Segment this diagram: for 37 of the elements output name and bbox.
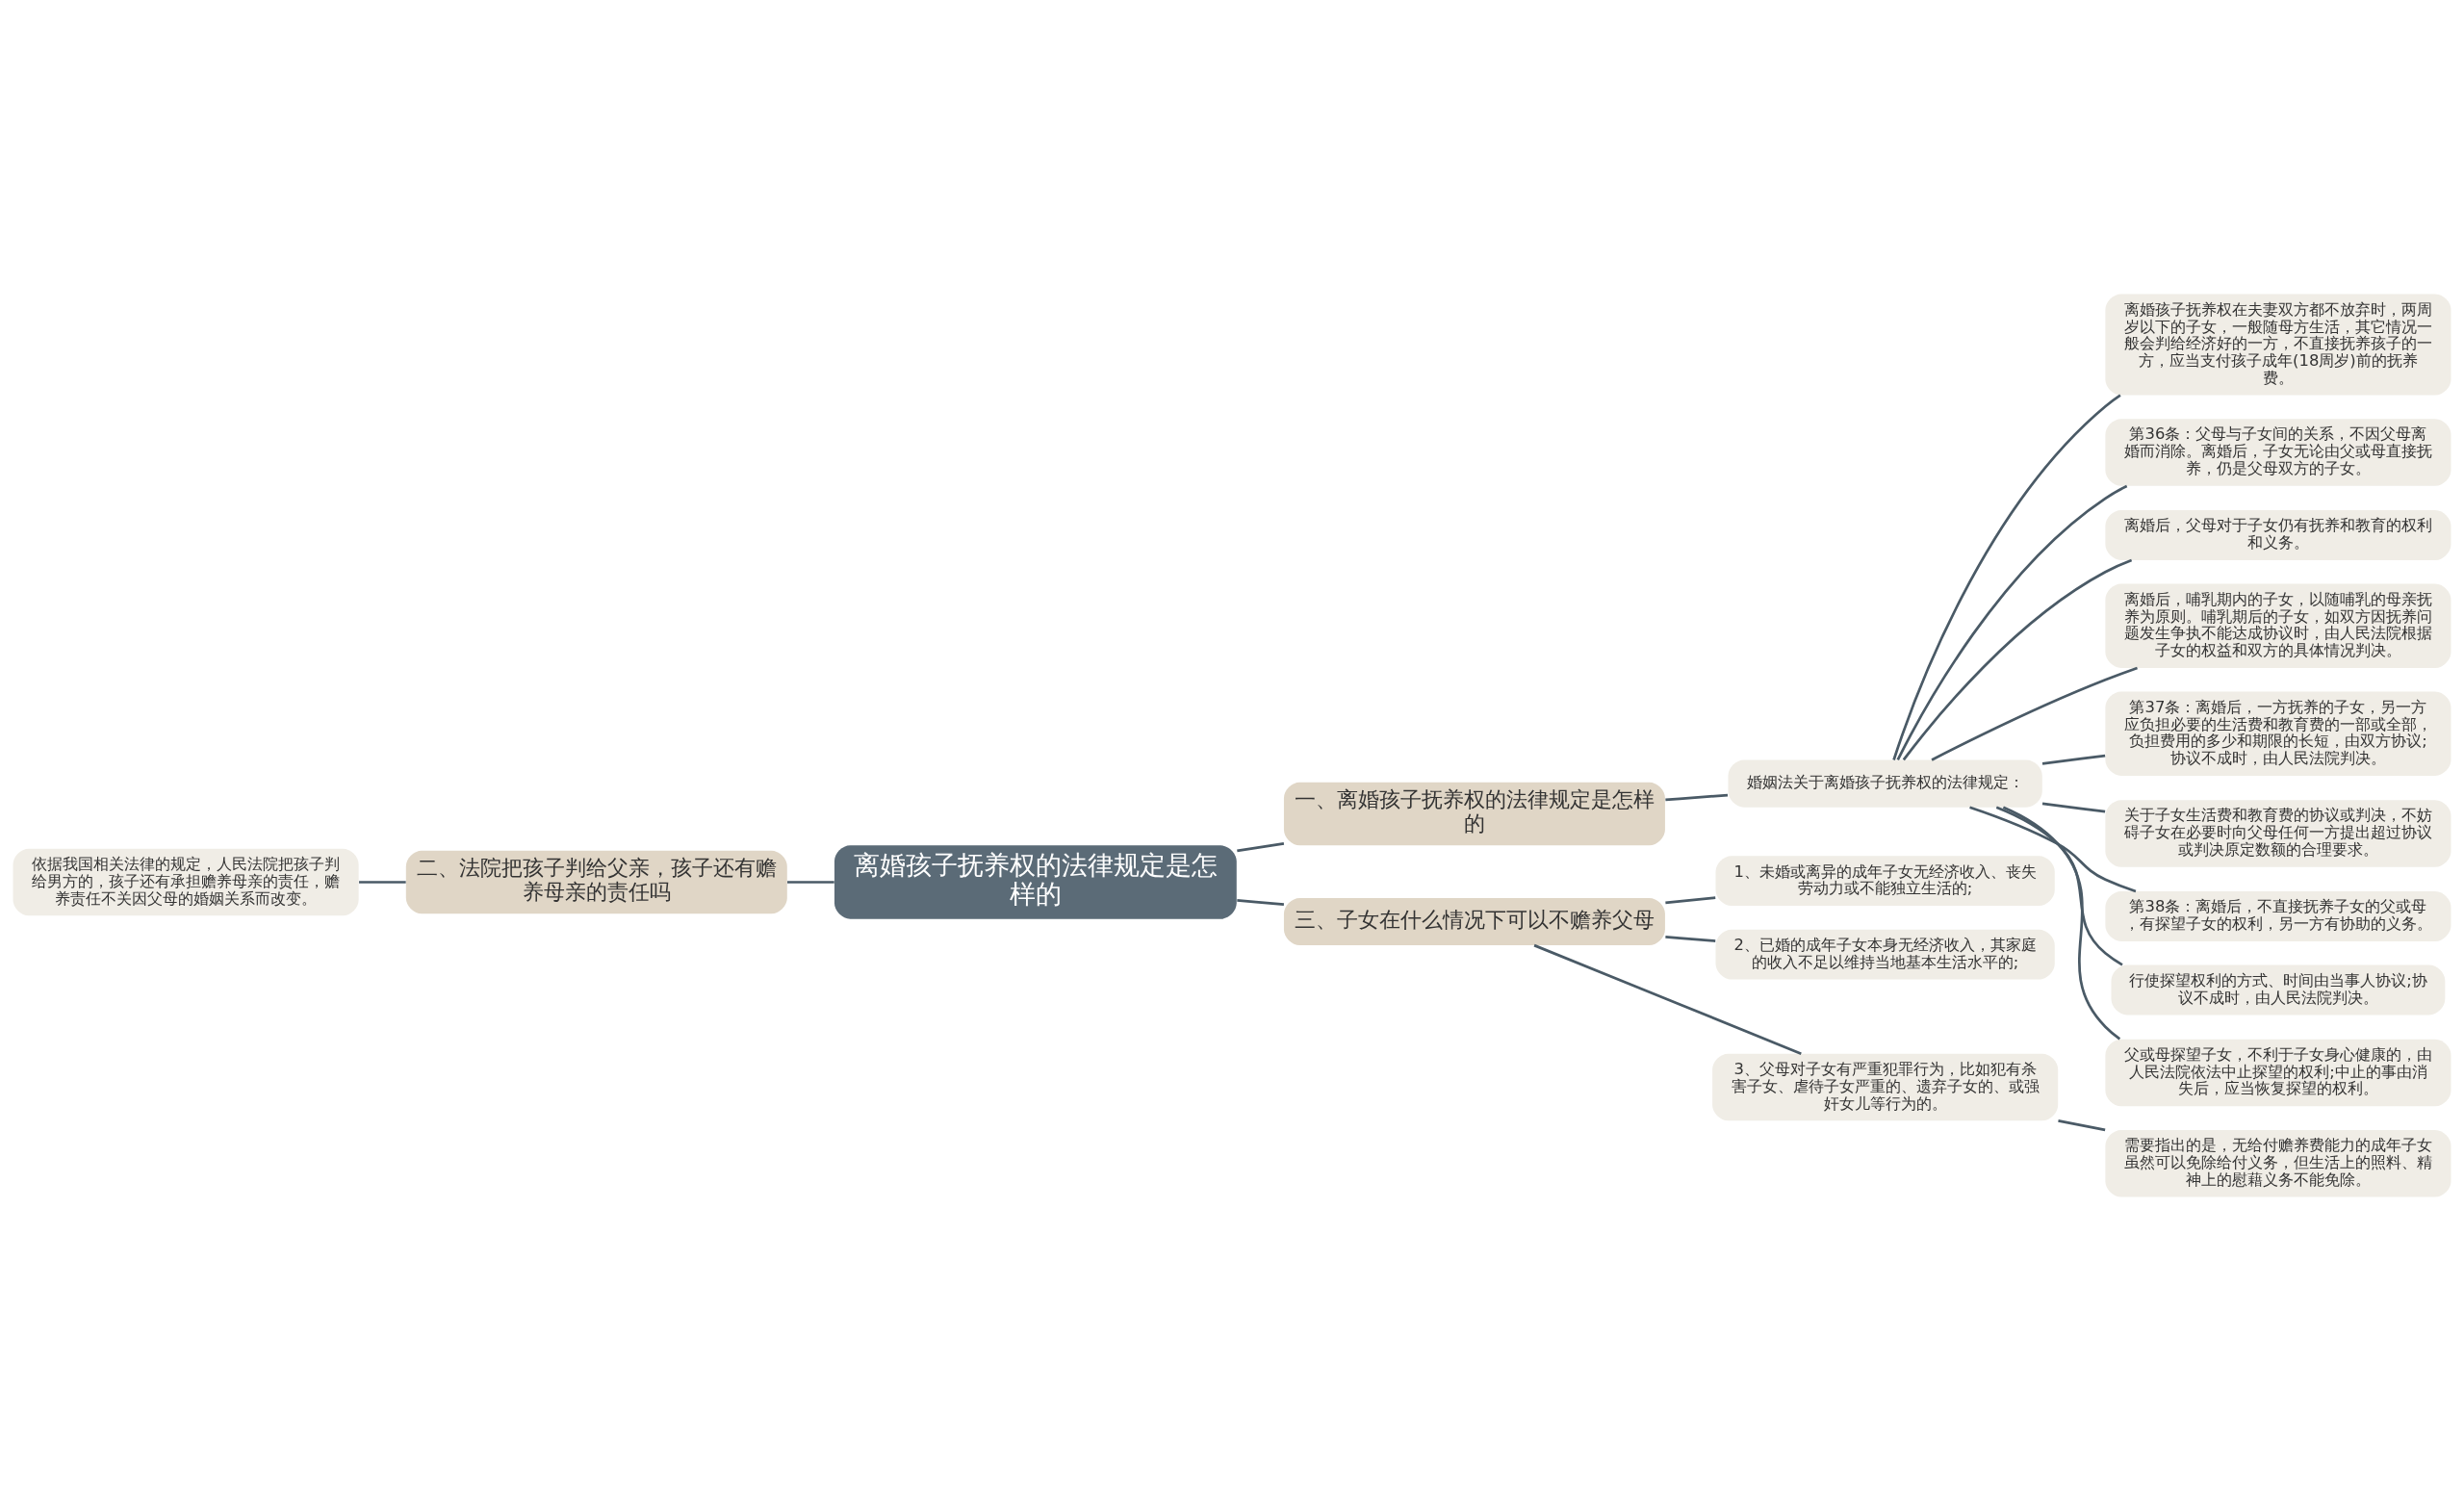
- connector: [359, 881, 406, 884]
- connector: [1533, 943, 1802, 1055]
- node-box: 三、子女在什么情况下可以不赡养父母: [1283, 897, 1665, 946]
- node-box: 父或母探望子女，不利于子女身心健康的，由人民法院依法中止探望的权利;中止的事由消失后，应当恢复探望的权利。: [2105, 1039, 2451, 1107]
- connector: [787, 881, 834, 884]
- connector: [1896, 484, 2128, 761]
- connector: [2058, 1119, 2106, 1132]
- connector: [1902, 558, 2133, 761]
- node-box: 行使探望权利的方式、时间由当事人协议;协议不成时，由人民法院判决。: [2111, 964, 2446, 1015]
- node-box: 需要指出的是，无给付赡养费能力的成年子女虽然可以免除给付义务，但生活上的照料、精神上的慰藉义务不能免除。: [2105, 1129, 2451, 1197]
- connector: [1665, 793, 1729, 802]
- connector: [1665, 896, 1716, 905]
- node-box: 3、父母对子女有严重犯罪行为，比如犯有杀害子女、虐待子女严重的、遗弃子女的、或强奸女儿等行为的。: [1712, 1053, 2059, 1121]
- connector: [1931, 666, 2138, 761]
- connector: [1665, 935, 1716, 942]
- node-box: 2、已婚的成年子女本身无经济收入，其家庭的收入不足以维持当地基本生活水平的;: [1715, 929, 2055, 980]
- node-box: 二、法院把孩子判给父亲，孩子还有赡养母亲的责任吗: [405, 850, 787, 914]
- node-box: 依据我国相关法律的规定，人民法院把孩子判给男方的，孩子还有承担赡养母亲的责任，赡养责任不关因父母的婚姻关系而改变。: [13, 848, 359, 916]
- connector: [1995, 806, 2123, 966]
- connector: [2002, 806, 2121, 1041]
- node-box: 离婚后，父母对于子女仍有抚养和教育的权利和义务。: [2105, 510, 2451, 560]
- node-box: 第36条：父母与子女间的关系，不因父母离婚而消除。离婚后，子女无论由父或母直接抚养，仍是父母双方的子女。: [2105, 419, 2451, 486]
- connector: [2041, 754, 2106, 765]
- connector: [1892, 394, 2121, 760]
- node-box: 婚姻法关于离婚孩子抚养权的法律规定：: [1728, 759, 2042, 808]
- node-box: 第38条：离婚后，不直接抚养子女的父或母，有探望子女的权利，另一方有协助的义务。: [2105, 891, 2451, 941]
- connector: [1237, 898, 1285, 907]
- node-box: 关于子女生活费和教育费的协议或判决，不妨碍子女在必要时向父母任何一方提出超过协议或判决原定数额的合理要求。: [2105, 800, 2451, 867]
- connector: [1237, 841, 1285, 853]
- node-box: 离婚孩子抚养权的法律规定是怎样的: [834, 845, 1237, 919]
- node-box: 一、离婚孩子抚养权的法律规定是怎样的: [1283, 782, 1665, 846]
- node-box: 离婚孩子抚养权在夫妻双方都不放弃时，两周岁以下的子女，一般随母方生活，其它情况一般会判给经济好的一方，不直接抚养孩子的一方，应当支付孩子成年(18周岁)前的抚养费。: [2105, 294, 2451, 396]
- node-box: 1、未婚或离异的成年子女无经济收入、丧失劳动力或不能独立生活的;: [1715, 856, 2055, 907]
- connector: [2041, 802, 2106, 813]
- node-box: 离婚后，哺乳期内的子女，以随哺乳的母亲抚养为原则。哺乳期后的子女，如双方因抚养问题发生争执不能达成协议时，由人民法院根据子女的权益和双方的具体情况判决。: [2105, 583, 2451, 668]
- node-box: 第37条：离婚后，一方抚养的子女，另一方应负担必要的生活费和教育费的一部或全部，负担费用的多少和期限的长短，由双方协议;协议不成时，由人民法院判决。: [2105, 691, 2451, 776]
- connector: [1969, 806, 2137, 893]
